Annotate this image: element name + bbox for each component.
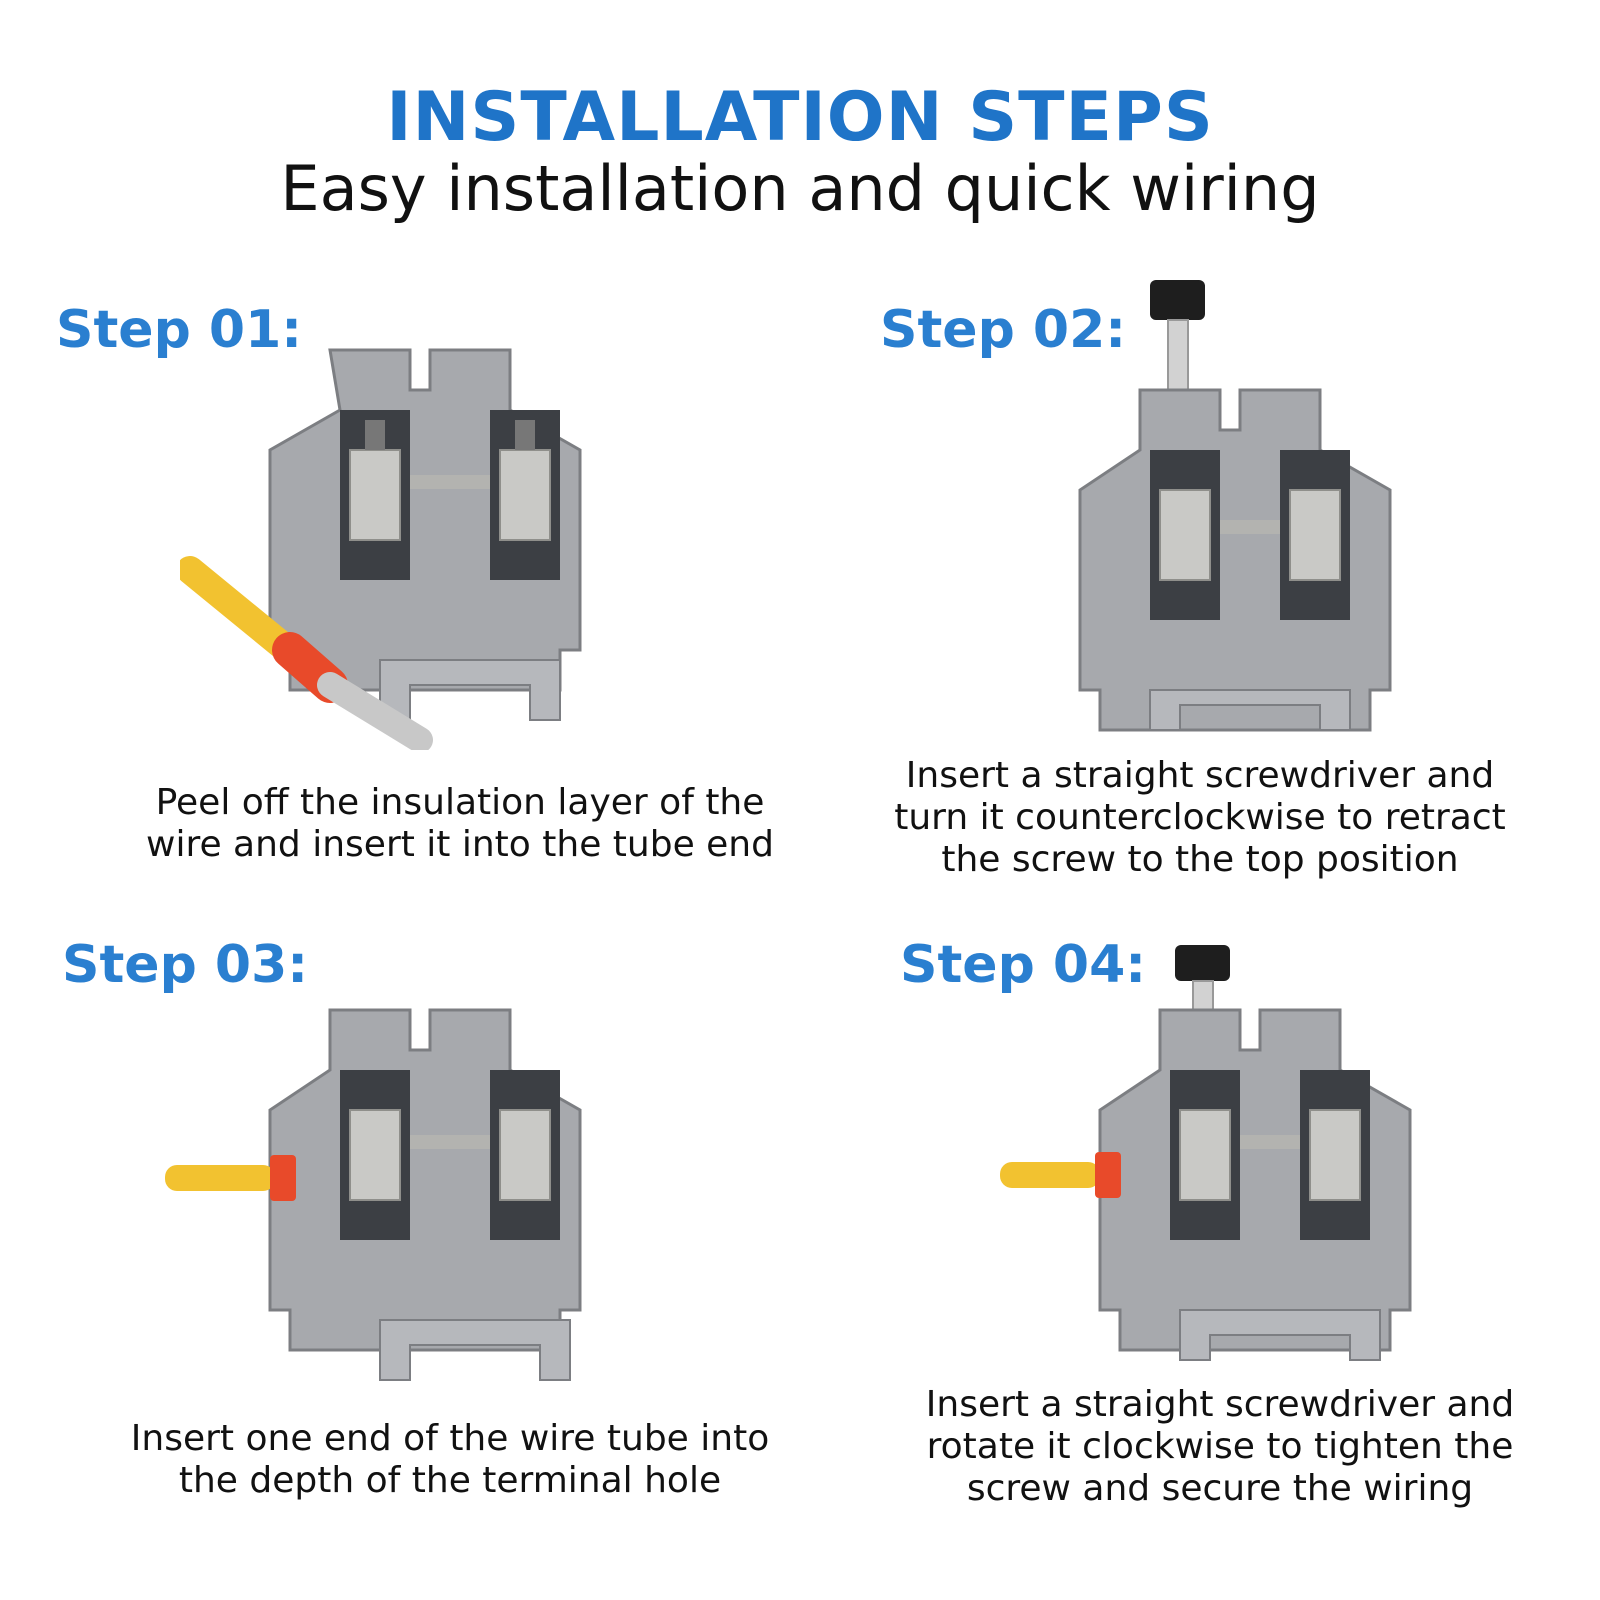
caption-line: the screw to the top position [941, 839, 1459, 880]
step-03-caption: Insert one end of the wire tube into the… [110, 1418, 790, 1502]
page-subtitle: Easy installation and quick wiring [280, 152, 1320, 225]
step-01-label: Step 01: [56, 300, 303, 360]
page-title: INSTALLATION STEPS [386, 78, 1214, 157]
wire-inserted [1000, 1152, 1121, 1198]
terminal-block-step-03-image [165, 1008, 582, 1381]
terminal-block [1078, 388, 1392, 732]
step-04-label: Step 04: [900, 935, 1147, 995]
caption-line: wire and insert it into the tube end [146, 824, 774, 865]
terminal-block-step-02-image [1078, 280, 1392, 732]
terminal-block [1098, 1008, 1412, 1361]
screwdriver [1150, 280, 1205, 411]
terminal-block [268, 1008, 582, 1381]
step-02-caption: Insert a straight screwdriver and turn i… [860, 755, 1540, 881]
step-02-label: Step 02: [880, 300, 1127, 360]
wire-inserted [165, 1155, 296, 1201]
caption-line: screw and secure the wiring [966, 1468, 1474, 1509]
terminal-block-step-04-image [1000, 945, 1412, 1361]
caption-line: rotate it clockwise to tighten the [926, 1426, 1514, 1467]
terminal-block [268, 348, 582, 721]
terminal-block-step-01-image [180, 348, 582, 750]
caption-line: turn it counterclockwise to retract [894, 797, 1506, 838]
caption-line: Insert a straight screwdriver and [905, 755, 1495, 796]
caption-line: the depth of the terminal hole [178, 1460, 722, 1501]
step-04-caption: Insert a straight screwdriver and rotate… [880, 1384, 1560, 1510]
step-03-label: Step 03: [62, 935, 309, 995]
caption-line: Peel off the insulation layer of the [155, 782, 765, 823]
wire-with-ferrule [180, 556, 433, 750]
caption-line: Insert one end of the wire tube into [130, 1418, 770, 1459]
step-01-caption: Peel off the insulation layer of the wir… [120, 782, 800, 866]
caption-line: Insert a straight screwdriver and [925, 1384, 1515, 1425]
